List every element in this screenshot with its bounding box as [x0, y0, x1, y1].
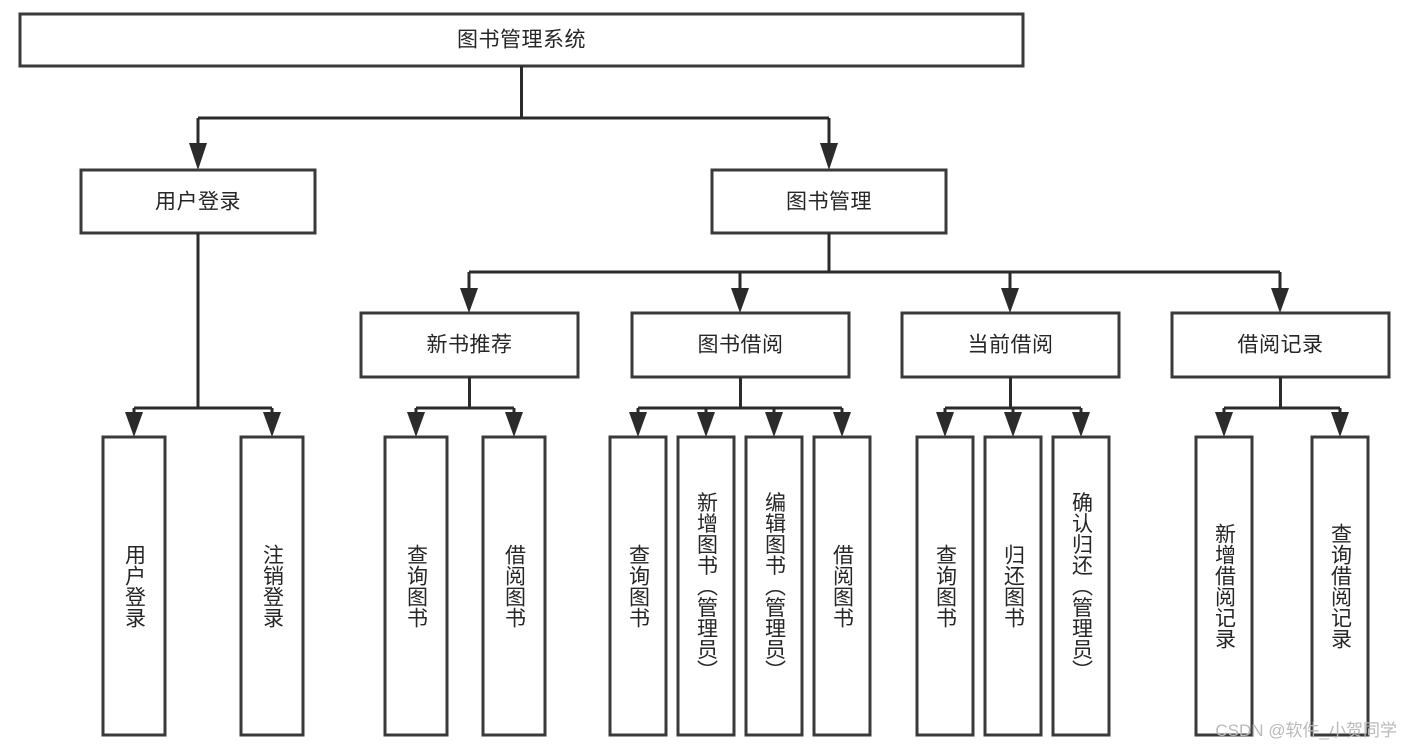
- arrow-head-leaf-query-book-2: [629, 412, 647, 437]
- leaf-user-login[interactable]: 用户登录: [101, 435, 167, 737]
- node-root[interactable]: 图书管理系统: [18, 12, 1025, 68]
- arrow-head-leaf-borrow-book-2: [833, 412, 851, 437]
- leaf-add-borrow-record-label: 新增借阅记录: [1213, 523, 1237, 649]
- arrow-head-leaf-query-book-3: [936, 412, 954, 437]
- arrow-head-new-book-recommend: [460, 288, 478, 313]
- csdn-watermark: CSDN @软件_小贺同学: [1215, 721, 1397, 740]
- leaf-query-book-1-label: 查询图书: [405, 544, 429, 628]
- leaf-add-borrow-record[interactable]: 新增借阅记录: [1194, 435, 1254, 737]
- node-borrow-record-box[interactable]: [1170, 311, 1391, 379]
- node-new-book-recommend-label: 新书推荐: [427, 334, 513, 357]
- leaf-borrow-book-1-label: 借阅图书: [503, 544, 527, 628]
- leaf-return-book[interactable]: 归还图书: [983, 435, 1043, 737]
- leaf-query-borrow-record[interactable]: 查询借阅记录: [1310, 435, 1370, 737]
- leaf-query-book-3-label: 查询图书: [934, 544, 958, 628]
- node-book-management-box[interactable]: [710, 168, 948, 235]
- arrow-head-leaf-add-borrow-record: [1215, 412, 1233, 437]
- leaf-add-book-admin[interactable]: 新增图书（管理员）: [676, 435, 736, 737]
- leaf-query-borrow-record-label: 查询借阅记录: [1329, 523, 1353, 649]
- leaf-borrow-book-1[interactable]: 借阅图书: [481, 435, 547, 737]
- leaf-add-borrow-record-box[interactable]: [1194, 435, 1254, 737]
- leaf-borrow-book-1-box[interactable]: [481, 435, 547, 737]
- arrow-head-leaf-confirm-return-admin: [1072, 412, 1090, 437]
- leaf-user-login-box[interactable]: [101, 435, 167, 737]
- node-root-box[interactable]: [18, 12, 1025, 68]
- leaf-return-book-box[interactable]: [983, 435, 1043, 737]
- node-book-borrow-label: 图书借阅: [698, 334, 784, 357]
- arrow-head-book-mgmt: [820, 143, 838, 170]
- leaf-add-book-admin-label: 新增图书（管理员）: [695, 492, 719, 681]
- leaf-return-book-label: 归还图书: [1002, 544, 1026, 628]
- node-new-book-recommend[interactable]: 新书推荐: [359, 311, 580, 379]
- node-current-borrow-box[interactable]: [900, 311, 1121, 379]
- leaf-borrow-book-2-label: 借阅图书: [831, 544, 855, 628]
- node-user-login-label: 用户登录: [155, 191, 241, 214]
- node-current-borrow[interactable]: 当前借阅: [900, 311, 1121, 379]
- node-user-login[interactable]: 用户登录: [79, 168, 317, 235]
- leaf-confirm-return-admin-label: 确认归还（管理员）: [1070, 492, 1094, 681]
- leaf-borrow-book-2[interactable]: 借阅图书: [812, 435, 872, 737]
- leaf-query-book-2-box[interactable]: [608, 435, 668, 737]
- node-book-borrow[interactable]: 图书借阅: [630, 311, 851, 379]
- leaf-confirm-return-admin[interactable]: 确认归还（管理员）: [1051, 435, 1111, 737]
- leaf-edit-book-admin-label: 编辑图书（管理员）: [763, 492, 787, 681]
- leaf-user-logout[interactable]: 注销登录: [239, 435, 305, 737]
- leaf-query-book-2-label: 查询图书: [627, 544, 651, 628]
- arrow-head-leaf-return-book: [1004, 412, 1022, 437]
- leaf-query-book-1-box[interactable]: [383, 435, 449, 737]
- leaf-user-logout-label: 注销登录: [261, 544, 285, 628]
- leaf-confirm-return-admin-box[interactable]: [1051, 435, 1111, 737]
- node-book-management-label: 图书管理: [786, 191, 872, 214]
- arrow-head-leaf-user-logout: [263, 412, 281, 437]
- leaf-borrow-book-2-box[interactable]: [812, 435, 872, 737]
- leaf-query-borrow-record-box[interactable]: [1310, 435, 1370, 737]
- arrow-head-leaf-borrow-book-1: [505, 412, 523, 437]
- node-book-management[interactable]: 图书管理: [710, 168, 948, 235]
- arrow-head-leaf-add-book-admin: [697, 412, 715, 437]
- arrow-head-leaf-edit-book-admin: [765, 412, 783, 437]
- node-current-borrow-label: 当前借阅: [968, 334, 1054, 357]
- leaf-user-logout-box[interactable]: [239, 435, 305, 737]
- arrow-head-book-borrow: [731, 288, 749, 313]
- arrow-head-borrow-record: [1271, 288, 1289, 313]
- arrow-head-leaf-user-login: [125, 412, 143, 437]
- arrow-head-current-borrow: [1001, 288, 1019, 313]
- node-borrow-record[interactable]: 借阅记录: [1170, 311, 1391, 379]
- leaf-query-book-2[interactable]: 查询图书: [608, 435, 668, 737]
- leaf-user-login-label: 用户登录: [123, 544, 147, 628]
- leaf-edit-book-admin[interactable]: 编辑图书（管理员）: [744, 435, 804, 737]
- leaf-query-book-3-box[interactable]: [915, 435, 975, 737]
- leaf-edit-book-admin-box[interactable]: [744, 435, 804, 737]
- node-borrow-record-label: 借阅记录: [1238, 334, 1324, 357]
- arrow-head-leaf-query-book-1: [407, 412, 425, 437]
- arrow-head-leaf-query-borrow-record: [1331, 412, 1349, 437]
- node-new-book-recommend-box[interactable]: [359, 311, 580, 379]
- leaf-add-book-admin-box[interactable]: [676, 435, 736, 737]
- arrow-head-user-login: [189, 143, 207, 170]
- leaf-query-book-1[interactable]: 查询图书: [383, 435, 449, 737]
- node-book-borrow-box[interactable]: [630, 311, 851, 379]
- node-root-label: 图书管理系统: [457, 29, 586, 52]
- leaf-query-book-3[interactable]: 查询图书: [915, 435, 975, 737]
